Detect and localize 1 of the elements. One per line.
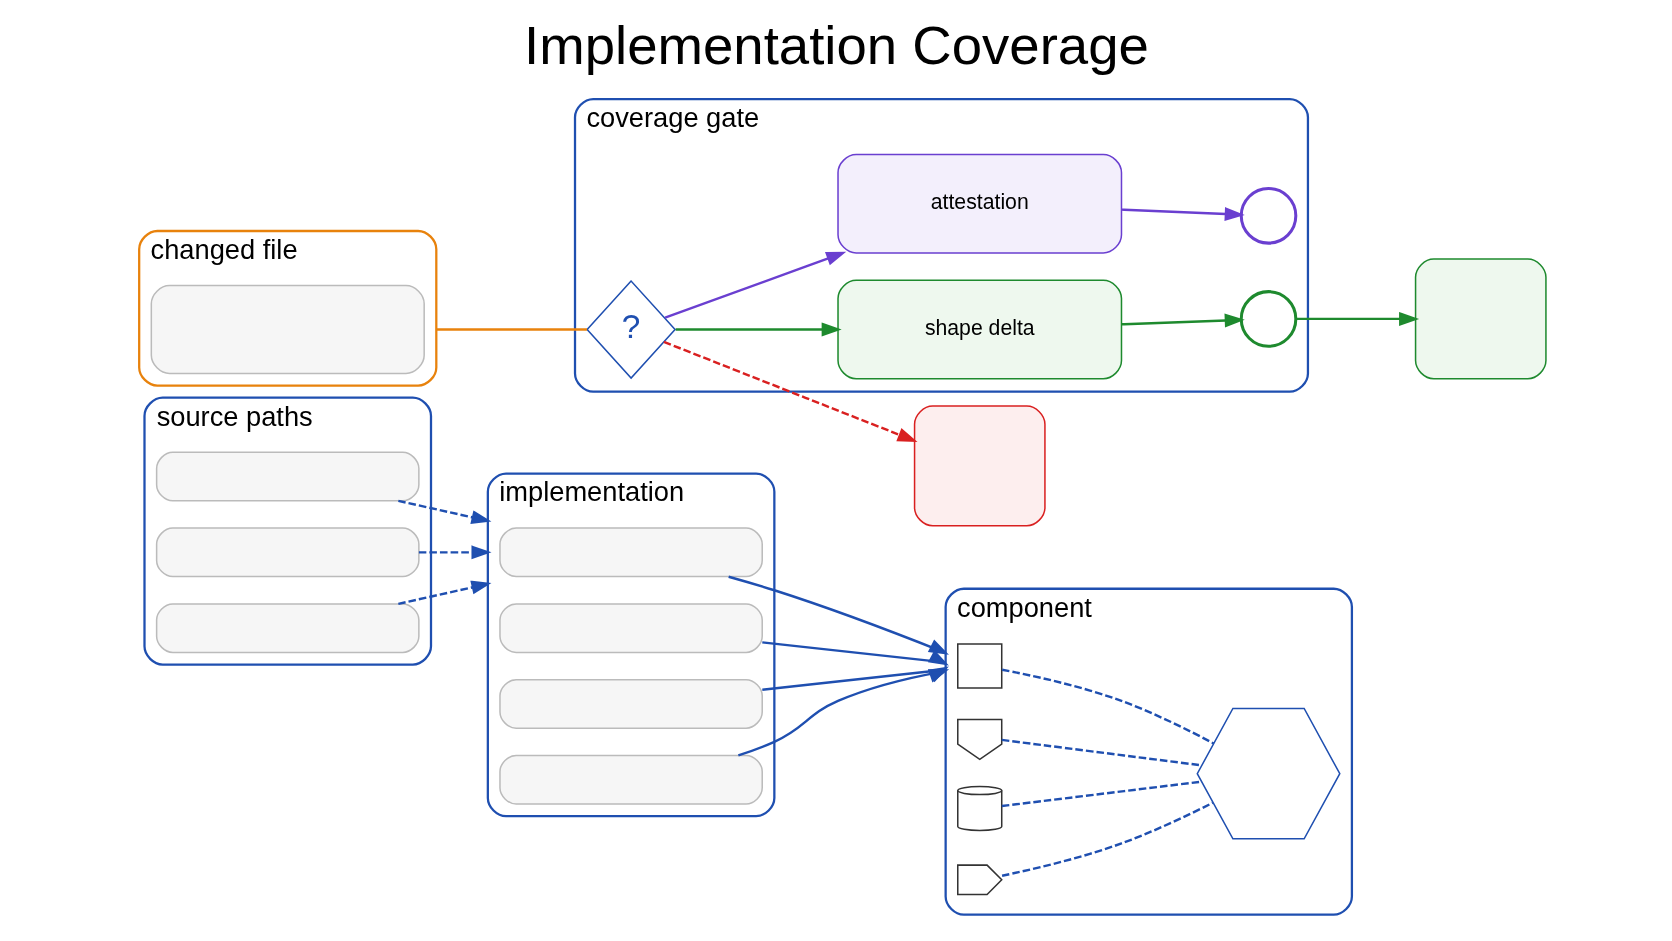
diagram-title: Implementation Coverage <box>523 14 1149 76</box>
